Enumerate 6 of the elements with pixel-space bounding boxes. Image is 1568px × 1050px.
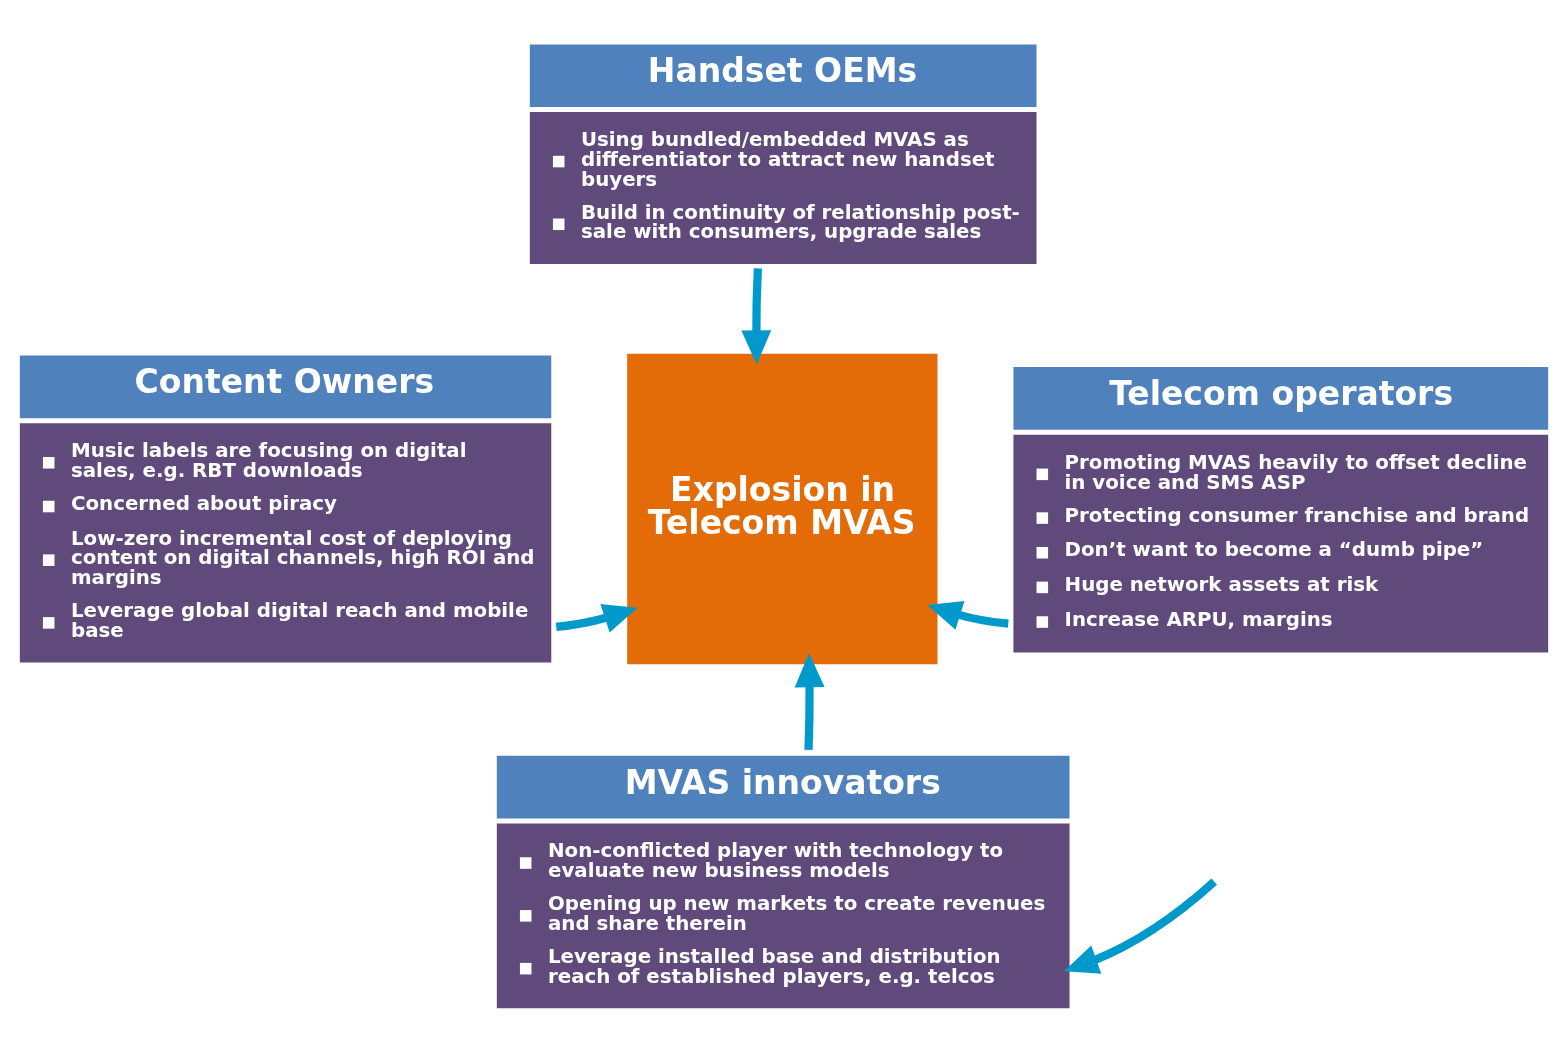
arrow [1064, 878, 1217, 974]
arrow [741, 267, 772, 365]
node-box: Explosion in Telecom MVAS [627, 353, 938, 664]
arrow [555, 603, 638, 632]
arrow [794, 652, 825, 750]
arrow [927, 600, 1009, 630]
